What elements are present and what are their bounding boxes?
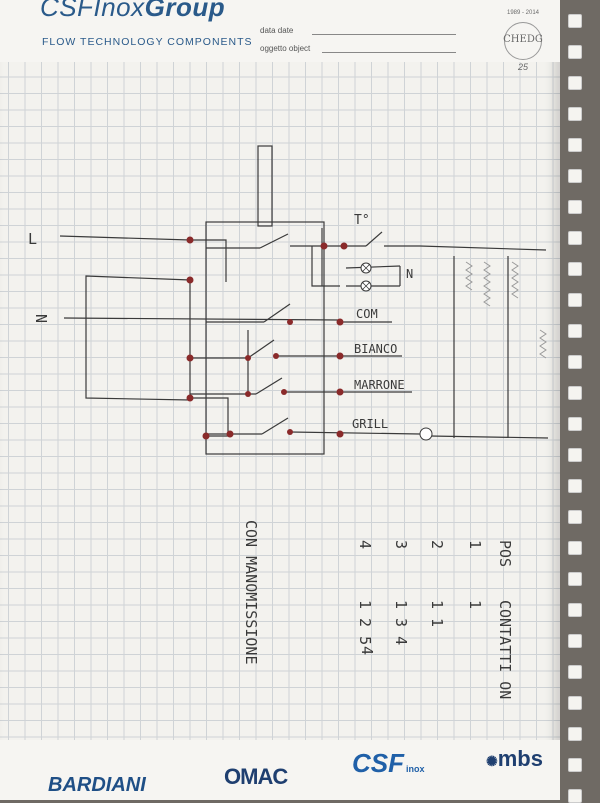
binding-hole: [568, 355, 582, 369]
binding-hole: [568, 789, 582, 803]
binding-hole: [568, 541, 582, 555]
table-row-2-contacts: 1 1: [428, 600, 446, 627]
wire-label-com: COM: [356, 307, 378, 321]
binding-hole: [568, 727, 582, 741]
logo-bardiani: BARDIANI: [48, 774, 146, 796]
left-loop: [85, 275, 191, 401]
binding-hole: [568, 572, 582, 586]
binding-hole: [568, 510, 582, 524]
table-row-1-contacts: 1: [466, 600, 484, 609]
brand-tagline: FLOW TECHNOLOGY COMPONENTS: [42, 36, 253, 48]
contact-5: [261, 417, 289, 435]
label-n: N: [32, 314, 50, 323]
anniversary-mark: CHEDG: [503, 34, 543, 45]
label-thermostat: T°: [354, 213, 370, 228]
binding-hole: [568, 448, 582, 462]
letterhead: CSFInoxGroup FLOW TECHNOLOGY COMPONENTS …: [0, 0, 560, 72]
brand-light: CSFInox: [40, 0, 145, 22]
supply-line-l: [59, 235, 191, 241]
brand-bold: Group: [144, 0, 226, 22]
wire-label-bianco: BIANCO: [354, 342, 397, 356]
object-line: [322, 52, 456, 53]
binding-hole: [568, 479, 582, 493]
binding-hole: [568, 200, 582, 214]
seal-ring: [504, 22, 542, 60]
thermostat-contact: [365, 231, 383, 247]
switch-body: [205, 221, 325, 455]
contact-3: [247, 339, 275, 359]
date-line: [312, 34, 456, 35]
logo-mbs: ✺mbs: [486, 746, 543, 772]
binding-hole: [568, 76, 582, 90]
contact-2: [263, 303, 291, 323]
binding-hole: [568, 107, 582, 121]
logo-csf-text: CSF: [352, 748, 404, 778]
mbs-swirl-icon: ✺: [486, 753, 498, 769]
binding-hole: [568, 262, 582, 276]
table-row-1-pos: 1: [466, 540, 484, 549]
contact-4: [255, 377, 283, 395]
table-header-contacts: CONTATTI ON: [496, 600, 514, 699]
logo-csf-sub: inox: [406, 764, 425, 774]
table-row-4-pos: 4: [356, 540, 374, 549]
table-row-3-pos: 3: [392, 540, 410, 549]
binding-hole: [568, 293, 582, 307]
bottom-bridge: [190, 397, 229, 437]
binding-hole: [568, 603, 582, 617]
heating-resistors: [465, 261, 547, 359]
terminal-dots: [186, 236, 348, 440]
logo-mbs-text: mbs: [497, 746, 543, 771]
spiral-binding: [560, 0, 600, 803]
binding-hole: [568, 665, 582, 679]
binding-hole: [568, 231, 582, 245]
label-l: L: [28, 230, 37, 248]
binding-hole: [568, 14, 582, 28]
binding-hole: [568, 758, 582, 772]
date-label: data date: [260, 26, 294, 35]
table-row-2-pos: 2: [428, 540, 446, 549]
binding-hole: [568, 386, 582, 400]
logo-omac: OMAC: [224, 764, 288, 789]
anniversary-years: 1989 - 2014: [506, 10, 540, 16]
wire-label-grill: GRILL: [352, 417, 388, 431]
binding-hole: [568, 138, 582, 152]
table-header-pos: POS: [496, 540, 514, 567]
anniversary-seal: 1989 - 2014 CHEDG 25: [496, 10, 550, 72]
side-note: CON MANOMISSIONE: [242, 520, 260, 665]
table-row-3-contacts: 1 3 4: [392, 600, 410, 645]
binding-hole: [568, 169, 582, 183]
neutral-line: [63, 317, 341, 321]
anniversary-number: 25: [517, 62, 528, 72]
binding-hole: [568, 634, 582, 648]
brand-logo: CSFInoxGroup: [40, 0, 225, 23]
switch-shaft: [257, 145, 273, 227]
label-n-right: N: [406, 267, 413, 281]
table-extra: 4: [358, 646, 376, 655]
left-bridge: [190, 239, 227, 282]
table-row-4-contacts: 1 2 5: [356, 600, 374, 645]
binding-hole: [568, 417, 582, 431]
binding-hole: [568, 45, 582, 59]
object-label: oggetto object: [260, 44, 311, 53]
notebook-sheet: CSFInoxGroup FLOW TECHNOLOGY COMPONENTS …: [0, 0, 560, 800]
wire-label-marrone: MARRONE: [354, 378, 405, 392]
binding-hole: [568, 324, 582, 338]
binding-hole: [568, 696, 582, 710]
contact-1: [259, 233, 289, 249]
hand-drawn-diagram: L N T° N COM BIANCO MARRONE GRILL CON MA…: [28, 145, 549, 699]
